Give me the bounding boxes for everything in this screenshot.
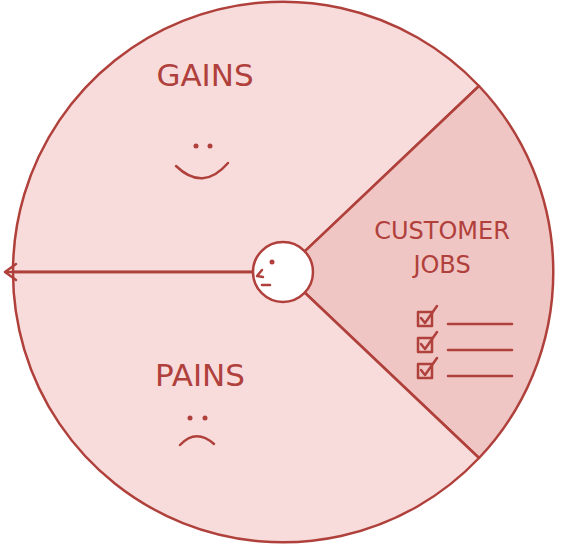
task-line: [448, 375, 512, 378]
frown-mouth: [180, 436, 214, 445]
pains-sector: PAINS: [11, 270, 481, 544]
frown-eye: [203, 416, 208, 421]
check-box: [418, 338, 432, 352]
frown-eye: [188, 416, 193, 421]
check-mark: [421, 358, 437, 375]
smile-mouth: [176, 163, 228, 178]
face-nose: [257, 270, 263, 277]
task-line: [448, 323, 512, 326]
sector-outline: [11, 270, 481, 544]
face-mouth: [262, 284, 270, 287]
check-mark: [421, 306, 437, 323]
sector-label: PAINS: [115, 356, 285, 394]
task-line: [448, 349, 512, 352]
check-box: [418, 364, 432, 378]
arrow-head: [5, 264, 16, 280]
face-eye: [270, 260, 275, 265]
sector-shape: [13, 272, 479, 542]
sector-label: GAINS: [120, 56, 290, 94]
smile-eye: [208, 144, 213, 149]
customer-head: [253, 242, 313, 302]
smile-eye: [194, 144, 199, 149]
check-mark: [421, 332, 437, 349]
direction-line: [6, 271, 253, 274]
check-box: [418, 312, 432, 326]
sector-label: CUSTOMER JOBS: [352, 214, 532, 282]
